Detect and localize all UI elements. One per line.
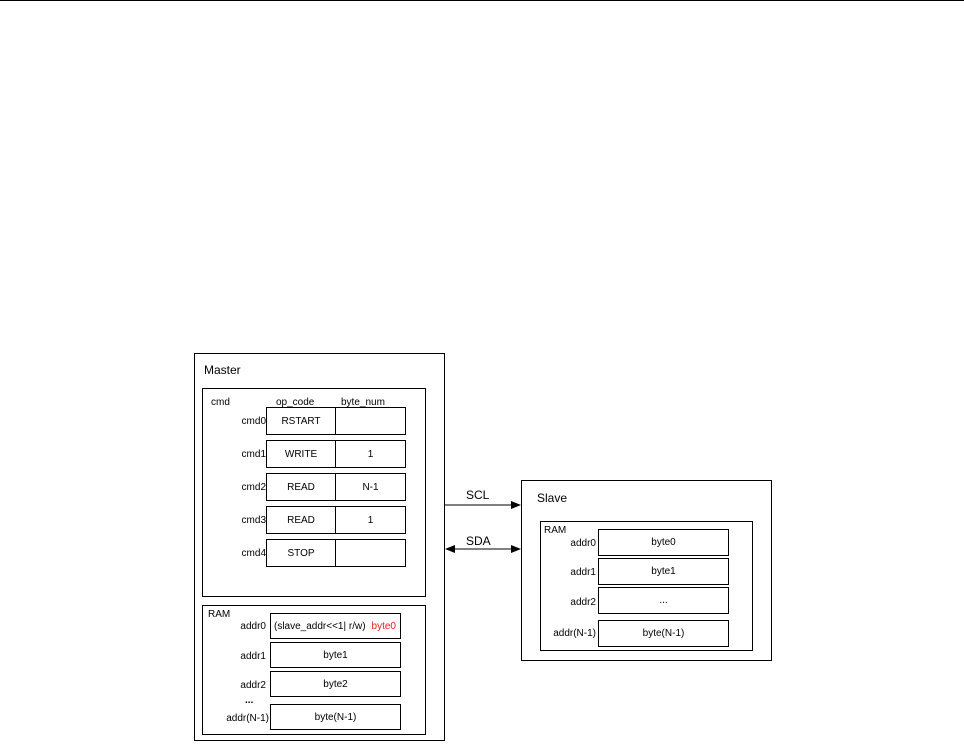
slave-ram-cell: byte(N-1) (598, 620, 729, 647)
cmd-bytenum-cell: N-1 (335, 473, 406, 501)
sda-label: SDA (466, 534, 491, 548)
slave-ram-row-label: addr0 (570, 538, 596, 549)
slave-ram-row-label: addr(N-1) (553, 628, 596, 639)
scl-label: SCL (466, 488, 490, 502)
cmd-row-label: cmd1 (241, 449, 266, 460)
ram-row-label: addr(N-1) (226, 713, 269, 724)
ram-cell: byte(N-1) (270, 704, 401, 730)
cmd-bytenum-cell: 1 (335, 506, 406, 534)
ram-ellipsis: ... (245, 695, 254, 706)
col-header-bytenum: byte_num (341, 397, 385, 408)
cmd-opcode-cell: STOP (266, 539, 336, 567)
cmd-row-label: cmd2 (241, 482, 266, 493)
ram-cell-value: (slave_addr<<1| r/w) (274, 620, 366, 632)
ram-row-label: addr1 (240, 651, 266, 662)
cmd-panel-title: cmd (211, 397, 230, 408)
col-header-opcode: op_code (276, 397, 315, 408)
slave-title: Slave (537, 491, 568, 505)
cmd-opcode-cell: WRITE (266, 440, 336, 468)
master-title: Master (204, 363, 241, 377)
cmd-opcode-cell: RSTART (266, 407, 336, 435)
master-ram-title: RAM (208, 609, 231, 620)
slave-ram-cell: byte1 (598, 558, 729, 585)
cmd-row-label: cmd4 (241, 548, 266, 559)
ram-cell-highlight: byte0 (371, 620, 396, 632)
cmd-row-label: cmd3 (241, 515, 266, 526)
top-rule (0, 0, 964, 1)
slave-ram-cell: ... (598, 587, 729, 614)
ram-cell: (slave_addr<<1| r/w) byte0 (270, 613, 401, 639)
cmd-bytenum-cell: 1 (335, 440, 406, 468)
cmd-row-label: cmd0 (241, 416, 266, 427)
ram-row-label: addr2 (240, 680, 266, 691)
cmd-opcode-cell: READ (266, 473, 336, 501)
cmd-bytenum-cell (335, 407, 406, 435)
slave-ram-row-label: addr1 (570, 567, 596, 578)
cmd-opcode-cell: READ (266, 506, 336, 534)
slave-ram-cell: byte0 (598, 529, 729, 556)
ram-row-label: addr0 (240, 621, 266, 632)
cmd-bytenum-cell (335, 539, 406, 567)
ram-cell: byte2 (270, 671, 401, 697)
ram-cell: byte1 (270, 642, 401, 668)
slave-ram-title: RAM (544, 525, 567, 536)
slave-ram-row-label: addr2 (570, 597, 596, 608)
